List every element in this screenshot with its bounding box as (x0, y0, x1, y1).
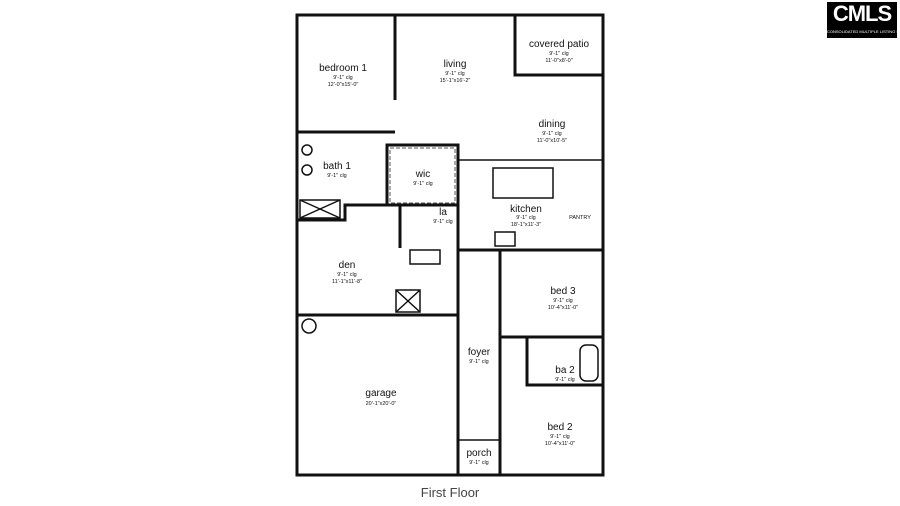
room-detail: 9'-1" clg (550, 434, 570, 440)
logo-text: CMLS (832, 2, 892, 26)
room-name: porch (466, 448, 491, 459)
room-detail: 9'-1" clg (555, 377, 575, 383)
room-detail: 9'-1" clg (516, 215, 536, 221)
room-detail: 15'-1"x16'-2" (440, 78, 471, 84)
room-detail: 10'-4"x11'-0" (548, 305, 578, 311)
room-detail: 9'-1" clg (327, 173, 347, 179)
logo-subtext: CONSOLIDATED MULTIPLE LISTING SERVICE (827, 29, 897, 34)
fixtures (299, 144, 599, 382)
room-name: dining (539, 119, 566, 130)
room-name: kitchen (510, 204, 542, 215)
room-detail: 9'-1" clg (413, 181, 433, 187)
room-detail: 9'-1" clg (469, 460, 489, 466)
room-detail: 9'-1" clg (433, 219, 453, 225)
room-detail: 9'-1" clg (445, 71, 465, 77)
room-detail: 10'-4"x11'-0" (545, 441, 575, 447)
room-detail: PANTRY (569, 215, 591, 221)
room-detail: 9'-1" clg (333, 75, 353, 81)
room-detail: 9'-1" clg (469, 359, 489, 365)
room-name: wic (415, 169, 430, 180)
room-name: ba 2 (555, 365, 575, 376)
room-labels: bedroom 1 9'-1" clg 12'-0"x15'-0" living… (319, 39, 591, 466)
room-name: bedroom 1 (319, 63, 367, 74)
room-name: bath 1 (323, 161, 351, 172)
floor-caption: First Floor (421, 485, 480, 500)
cmls-logo: CMLS CONSOLIDATED MULTIPLE LISTING SERVIC… (827, 2, 897, 38)
room-detail: 18'-1"x11'-3" (511, 222, 541, 228)
room-detail: 12'-0"x15'-0" (328, 82, 359, 88)
room-detail: 11'-1"x11'-8" (332, 279, 362, 285)
room-name: covered patio (529, 39, 589, 50)
room-name: la (439, 207, 447, 218)
room-detail: 11'-0"x10'-5" (537, 138, 567, 144)
room-name: foyer (468, 347, 491, 358)
room-name: bed 3 (550, 286, 575, 297)
room-name: bed 2 (547, 422, 572, 433)
room-name: garage (365, 388, 397, 399)
room-name: living (444, 59, 467, 70)
walls (295, 13, 605, 477)
room-detail: 9'-1" clg (337, 272, 357, 278)
room-detail: 20'-1"x20'-0" (366, 401, 397, 407)
room-name: den (339, 260, 356, 271)
room-detail: 11'-0"x8'-0" (545, 58, 572, 64)
room-detail: 9'-1" clg (542, 131, 562, 137)
room-detail: 9'-1" clg (549, 51, 569, 57)
room-detail: 9'-1" clg (553, 298, 573, 304)
